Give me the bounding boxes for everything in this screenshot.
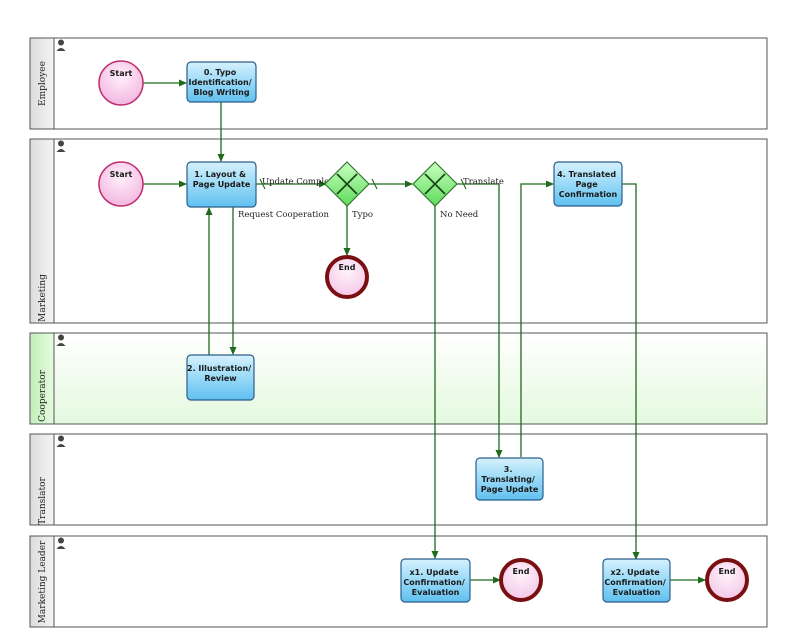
person-icon xyxy=(56,435,66,447)
gateway-translate-check[interactable] xyxy=(412,161,458,207)
task-2-illustration-review[interactable]: 2. Illustration/ Review xyxy=(186,354,255,401)
task-label-line: Blog Writing xyxy=(193,88,249,97)
task-label-line: x2. Update xyxy=(611,568,661,577)
svg-text:x2. Update Confirmation/: x2. Update Confirmation/ Evaluation xyxy=(604,568,668,597)
lane-translator: Translator xyxy=(29,433,768,526)
lane-label-marketing-leader: Marketing Leader xyxy=(38,540,48,623)
gateway-typo-check[interactable] xyxy=(324,161,370,207)
task-label-line: 2. Illustration/ xyxy=(187,364,251,373)
end-event-label: End xyxy=(719,567,736,576)
task-x1-update-confirmation[interactable]: x1. Update Confirmation/ Evaluation xyxy=(400,558,471,603)
svg-text:2. Illustration/ Review: 2. Illustration/ Review xyxy=(187,364,254,383)
task-label-line: Translating/ xyxy=(481,475,535,484)
task-label-line: 1. Layout & xyxy=(194,170,246,179)
task-label-line: Page Update xyxy=(481,485,539,494)
end-event-x2[interactable]: End xyxy=(705,558,749,602)
person-icon xyxy=(56,140,66,152)
svg-text:4. Translated Page: 4. Translated Page Confirmation xyxy=(557,170,619,199)
lane-cooperator: Cooperator xyxy=(29,332,768,425)
task-label-line: Identification/ xyxy=(189,78,252,87)
lane-label-employee: Employee xyxy=(38,61,48,106)
flow-t4-to-x2[interactable] xyxy=(622,183,640,560)
task-label-line: Page xyxy=(576,180,599,189)
end-event-typo[interactable]: End xyxy=(325,255,369,299)
flow-label-no-need: No Need xyxy=(440,210,479,220)
svg-text:0. Typo Identification/: 0. Typo Identification/ Blog Writing xyxy=(189,68,255,97)
flow-t3-to-t4[interactable] xyxy=(520,180,554,457)
task-label-line: Confirmation/ xyxy=(403,578,464,587)
task-label-line: Evaluation xyxy=(613,588,661,597)
end-event-label: End xyxy=(513,567,530,576)
svg-text:1. Layout & Page Update: 1. Layout & Page Update xyxy=(193,170,251,189)
task-x2-update-confirmation[interactable]: x2. Update Confirmation/ Evaluation xyxy=(602,558,671,603)
person-icon xyxy=(56,334,66,346)
x-gateway-icon xyxy=(336,173,358,195)
svg-text:3. Translating/ Pa: 3. Translating/ Page Update xyxy=(481,465,539,494)
start-event-label: Start xyxy=(110,170,133,179)
svg-text:x1. Update Confirmation/: x1. Update Confirmation/ Evaluation xyxy=(403,568,467,597)
end-event-label: End xyxy=(339,263,356,272)
task-label-line: x1. Update xyxy=(410,568,460,577)
lane-label-marketing: Marketing xyxy=(38,274,48,322)
task-label-line: Page Update xyxy=(193,180,251,189)
task-4-translated-page-confirmation[interactable]: 4. Translated Page Confirmation xyxy=(553,161,623,207)
flow-label-update-completion: Update Completion xyxy=(262,177,346,187)
task-label-line: 0. Typo xyxy=(204,68,237,77)
lane-label-cooperator: Cooperator xyxy=(38,369,48,422)
sequence-flows xyxy=(143,79,706,584)
lane-label-translator: Translator xyxy=(38,476,48,524)
x-gateway-icon xyxy=(424,173,446,195)
task-3-translating[interactable]: 3. Translating/ Page Update xyxy=(475,457,544,501)
start-event-marketing[interactable]: Start xyxy=(98,161,144,207)
lane-marketing: Marketing xyxy=(29,138,768,324)
flow-label-translate: Translate xyxy=(463,177,504,187)
task-label-line: Confirmation xyxy=(559,190,618,199)
task-0-typo-identification[interactable]: 0. Typo Identification/ Blog Writing xyxy=(186,61,257,103)
start-event-label: Start xyxy=(110,69,133,78)
task-label-line: Evaluation xyxy=(412,588,460,597)
task-label-line: 4. Translated xyxy=(557,170,616,179)
end-event-x1[interactable]: End xyxy=(499,558,543,602)
flow-label-typo: Typo xyxy=(352,210,373,220)
start-event-employee[interactable]: Start xyxy=(98,60,144,106)
task-label-line: Confirmation/ xyxy=(604,578,665,587)
person-icon xyxy=(56,537,66,549)
person-icon xyxy=(56,39,66,51)
flow-gateway2-to-t3[interactable] xyxy=(456,183,503,458)
task-1-layout-page-update[interactable]: 1. Layout & Page Update xyxy=(186,161,257,208)
task-label-line: Review xyxy=(204,374,237,383)
flow-label-request-cooperation: Request Cooperation xyxy=(238,210,329,220)
task-label-line: 3. xyxy=(504,465,513,474)
